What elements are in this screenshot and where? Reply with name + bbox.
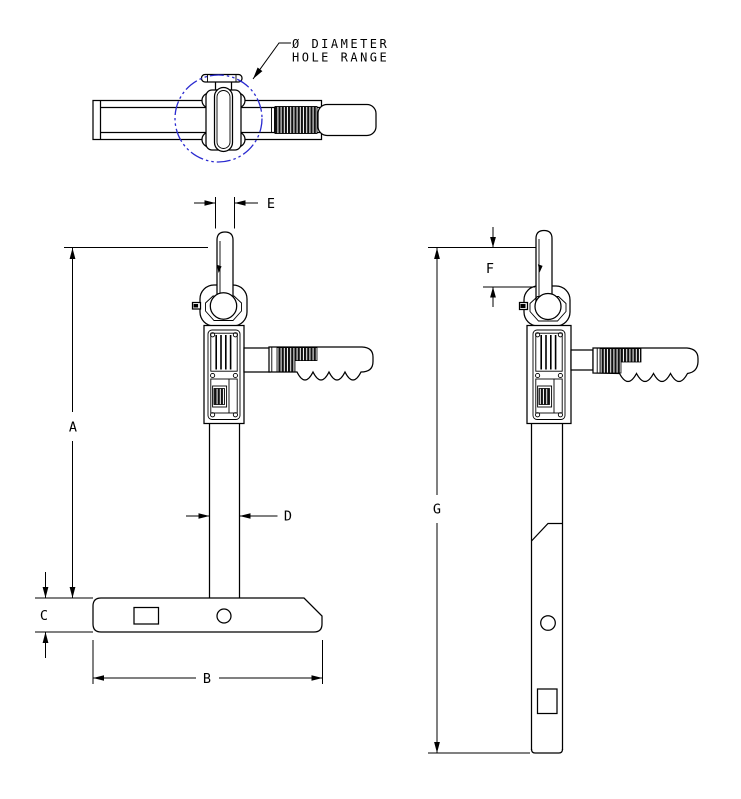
front-pawl-mechanism xyxy=(212,385,228,408)
top-view-knurl xyxy=(274,106,318,134)
dim-label-b: B xyxy=(203,671,211,687)
dimension-f: F xyxy=(428,227,536,307)
front-base-slot-hole xyxy=(133,606,160,625)
dim-label-f: F xyxy=(486,261,494,277)
dimension-a: A xyxy=(64,247,208,598)
dim-label-e: E xyxy=(267,196,275,212)
front-hook-shank xyxy=(216,231,234,303)
front-ring-hole xyxy=(209,292,238,320)
front-shank-index-mark xyxy=(216,264,222,273)
dim-label-a: A xyxy=(69,420,77,436)
hole-range-phantom-circle xyxy=(174,74,263,163)
front-handle-knurl xyxy=(276,347,296,373)
side-view xyxy=(518,229,699,754)
side-handle-shaft xyxy=(570,349,594,371)
front-body xyxy=(203,324,245,425)
side-hook-shank xyxy=(535,229,553,303)
side-body xyxy=(526,324,572,425)
top-view-clamp xyxy=(200,73,246,153)
side-bar-step xyxy=(531,522,563,542)
top-view-grip-tube xyxy=(317,103,377,137)
front-base xyxy=(92,597,323,633)
dimension-b: B xyxy=(92,640,323,687)
top-view-left-bar xyxy=(92,99,211,141)
front-base-round-hole xyxy=(216,608,232,624)
front-plate xyxy=(207,329,241,420)
side-shank-index-mark xyxy=(537,264,543,273)
top-view: Ø DIAMETER HOLE RANGE xyxy=(92,37,389,163)
dim-label-c: C xyxy=(40,608,48,624)
callout-line-1: Ø DIAMETER xyxy=(292,37,389,51)
side-ring-hole xyxy=(534,292,562,321)
side-bar-round-hole xyxy=(540,615,556,631)
dimension-d: D xyxy=(186,509,292,525)
top-view-eye-loop xyxy=(213,86,234,153)
top-view-handle xyxy=(236,99,377,141)
front-view xyxy=(92,231,374,633)
hole-range-callout: Ø DIAMETER HOLE RANGE xyxy=(252,37,389,80)
dim-label-g: G xyxy=(433,502,441,518)
side-plate xyxy=(532,329,566,420)
dimension-e: E xyxy=(194,196,275,229)
side-pawl-mechanism xyxy=(537,385,553,408)
callout-line-2: HOLE RANGE xyxy=(292,51,389,65)
side-bar-square-hole xyxy=(536,688,558,715)
dim-label-d: D xyxy=(284,509,292,525)
dimension-c: C xyxy=(35,572,93,658)
side-handle-knurl xyxy=(599,348,622,374)
dimension-g: G xyxy=(428,248,530,754)
leader-arrowhead xyxy=(253,67,263,79)
front-handle-shaft xyxy=(243,347,271,373)
